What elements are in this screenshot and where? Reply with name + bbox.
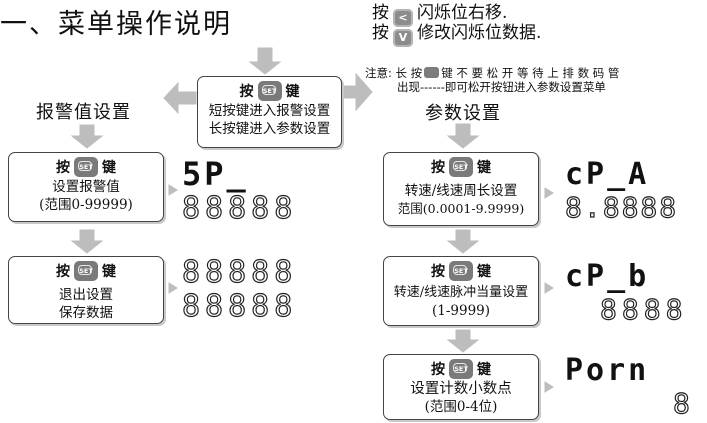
note-line-1: 注意: 长 按 键 不 要 松 开 等 待 上 排 数 码 管 bbox=[365, 66, 619, 80]
display-cpa-top: cP_A bbox=[565, 157, 650, 192]
arrow-small-right-icon bbox=[544, 187, 554, 199]
set-key-icon bbox=[424, 67, 440, 78]
display-sp-top: 5P_ bbox=[182, 155, 249, 193]
arrow-small-right-icon bbox=[544, 381, 554, 393]
display-cpb-top: cP_b bbox=[565, 259, 650, 294]
hint-text: 闪烁位右移. bbox=[417, 3, 508, 23]
box-line-1: 设置计数小数点 bbox=[410, 381, 512, 397]
box-line-1: 设置报警值 bbox=[52, 179, 120, 195]
short-press-text: 短按键进入报警设置 bbox=[208, 103, 331, 119]
set-button-icon: SET bbox=[449, 261, 473, 281]
set-button-icon: SET bbox=[449, 359, 473, 379]
page-title: 一、菜单操作说明 bbox=[0, 9, 232, 40]
note-text-b: 键 不 要 松 开 等 待 上 排 数 码 管 bbox=[441, 66, 620, 80]
alarm-section-title: 报警值设置 bbox=[36, 102, 131, 123]
arrow-right-icon bbox=[339, 72, 373, 112]
note-text-a: 注意: 长 按 bbox=[365, 66, 423, 80]
hint-text: 修改闪烁位数据. bbox=[417, 23, 542, 43]
box-line-1: 转速/线速周长设置 bbox=[404, 183, 518, 199]
arrow-small-right-icon bbox=[168, 184, 178, 196]
arrow-down-icon bbox=[446, 123, 480, 149]
hint-prefix: 按 bbox=[372, 23, 389, 43]
arrow-down-icon bbox=[248, 47, 282, 75]
display-porn-bottom: 8 bbox=[672, 387, 695, 420]
box-line-2: (1-9999) bbox=[431, 303, 491, 319]
mode-select-box: 按 SET 键 短按键进入报警设置 长按键进入参数设置 bbox=[197, 76, 342, 148]
display-sp-bottom: 88888 bbox=[181, 191, 298, 226]
box-line-2: 保存数据 bbox=[59, 305, 113, 321]
arrow-down-icon bbox=[446, 329, 480, 353]
note-line-2: 出现------即可松开按钮进入参数设置菜单 bbox=[397, 80, 606, 94]
arrow-down-icon bbox=[70, 124, 104, 149]
box-line-1: 转速/线速脉冲当量设置 bbox=[393, 285, 529, 300]
long-press-text: 长按键进入参数设置 bbox=[208, 121, 331, 137]
shift-key-icon: < bbox=[393, 9, 413, 27]
hint-prefix: 按 bbox=[372, 3, 389, 23]
arrow-small-right-icon bbox=[168, 282, 178, 294]
down-key-icon: V bbox=[393, 29, 413, 47]
box-line-2: 范围(0.0001-9.9999) bbox=[397, 201, 525, 216]
box-line-2: (范围0-99999) bbox=[39, 197, 133, 213]
display-cpa-bottom: 8.8888 bbox=[564, 191, 679, 224]
arrow-down-icon bbox=[70, 229, 104, 254]
display-exit-top: 88888 bbox=[181, 255, 298, 290]
display-cpb-bottom: 8888 bbox=[599, 293, 688, 326]
set-button-icon: SET bbox=[257, 81, 282, 101]
arrow-small-right-icon bbox=[544, 282, 554, 294]
box-line-1: 退出设置 bbox=[59, 287, 113, 303]
set-button-icon: SET bbox=[74, 261, 98, 281]
press-set-label: 按 SET 键 bbox=[198, 80, 341, 102]
box-line-2: (范围0-4位) bbox=[424, 399, 498, 415]
arrow-left-icon bbox=[163, 81, 197, 115]
display-exit-bottom: 88888 bbox=[181, 289, 298, 324]
param-section-title: 参数设置 bbox=[425, 103, 501, 124]
display-porn-top: Porn bbox=[565, 353, 650, 388]
hint-shift: 按<闪烁位右移. bbox=[372, 4, 507, 27]
arrow-down-icon bbox=[446, 229, 480, 254]
set-button-icon: SET bbox=[449, 157, 473, 177]
set-button-icon: SET bbox=[74, 157, 98, 177]
